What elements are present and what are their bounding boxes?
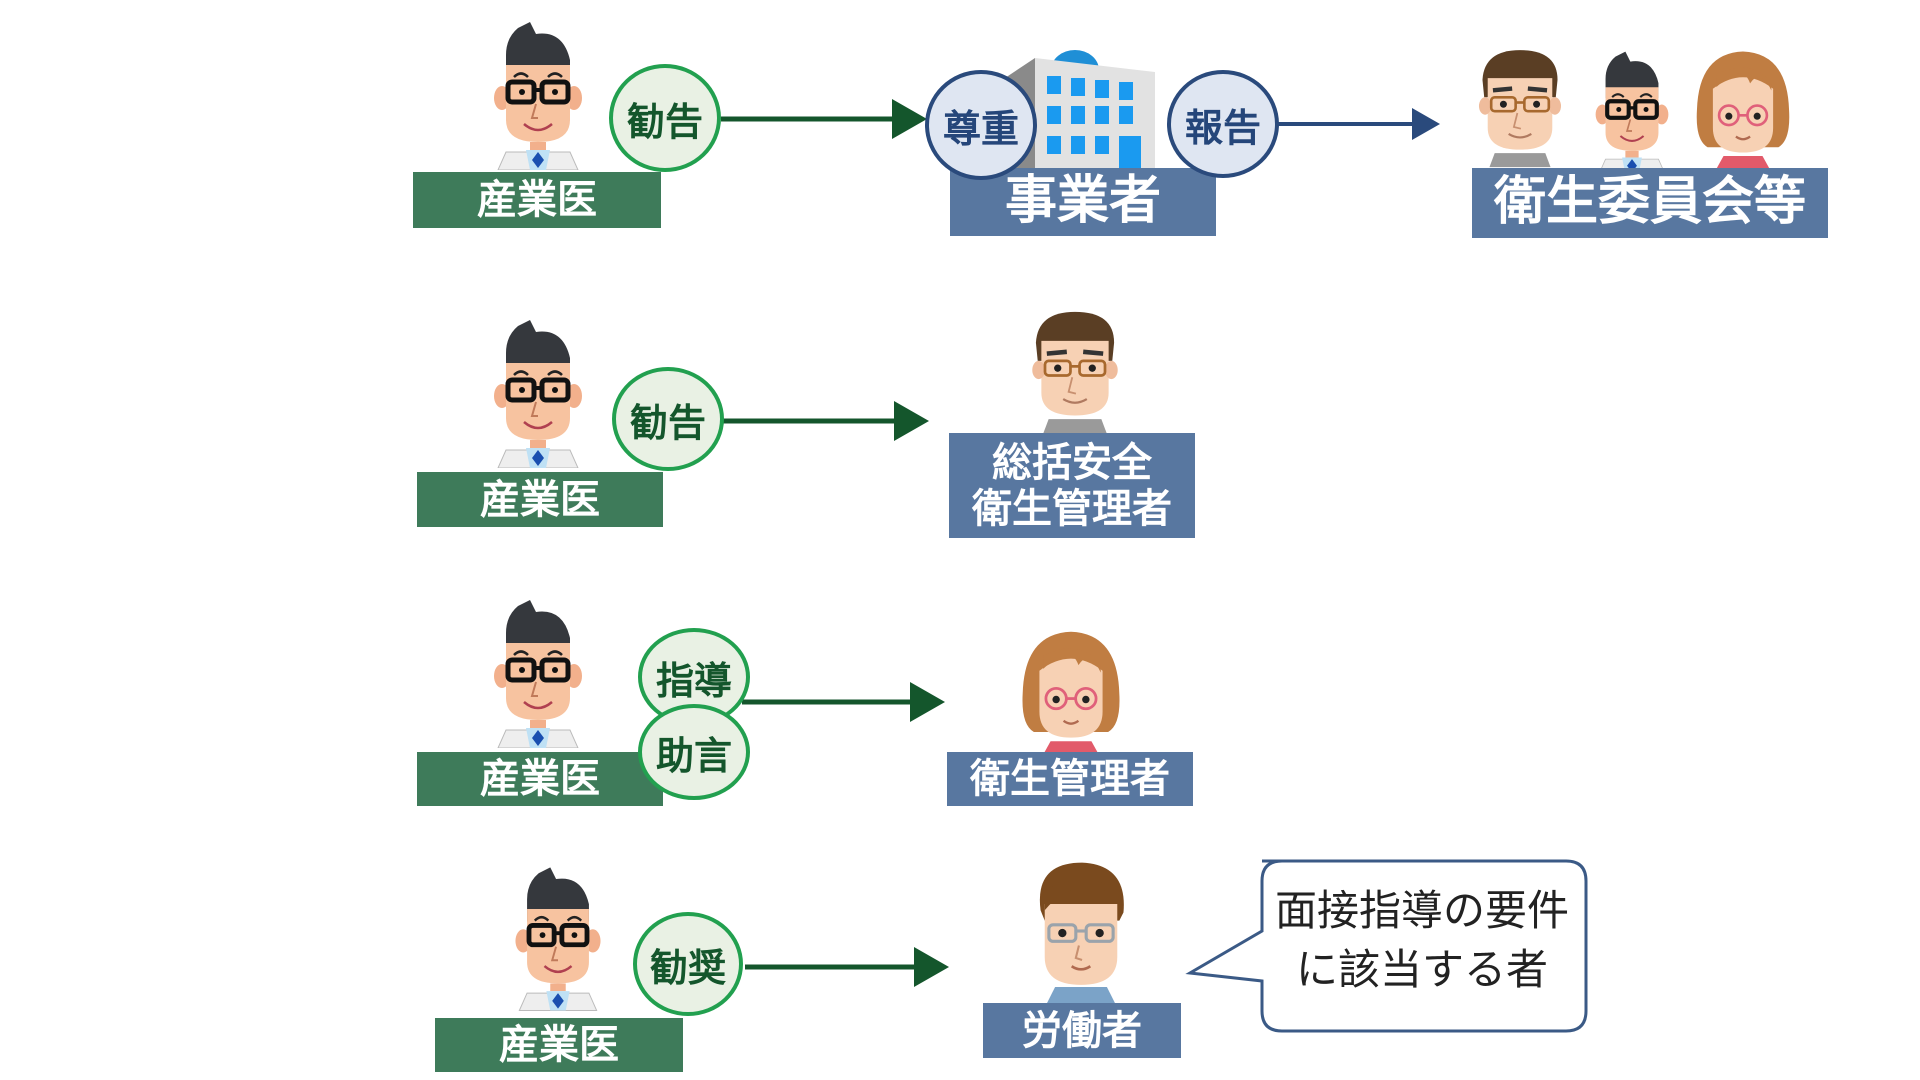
action-text: 報告	[1184, 105, 1261, 150]
health-manager-label: 衛生管理者	[947, 752, 1193, 806]
action-text: 指導	[655, 658, 732, 703]
label-line-1: 総括安全	[992, 439, 1152, 486]
worker-label-text: 労働者	[1022, 1007, 1142, 1054]
older-man-avatar-icon	[1025, 306, 1125, 434]
action-circle-kankoku: 勧告	[609, 64, 721, 172]
speech-bubble-text: 面接指導の要件 に該当する者	[1262, 882, 1582, 1000]
doctor-label: 産業医	[413, 172, 661, 228]
older-man-avatar-icon	[1472, 44, 1568, 168]
action-circle-jogen: 助言	[638, 704, 750, 800]
action-text: 勧奨	[649, 945, 726, 990]
employer-label-text: 事業者	[1004, 171, 1161, 232]
woman-avatar-icon	[1012, 628, 1130, 758]
doctor-label: 産業医	[417, 752, 663, 806]
woman-avatar-icon	[1688, 48, 1798, 172]
worker-label: 労働者	[983, 1003, 1181, 1058]
committee-label: 衛生委員会等	[1472, 168, 1828, 238]
doctor-label: 産業医	[435, 1018, 683, 1072]
doctor-label-text: 産業医	[477, 177, 597, 223]
bubble-line-1: 面接指導の要件	[1274, 886, 1569, 935]
doctor-label-text: 産業医	[480, 756, 600, 802]
doctor-avatar-icon	[1582, 50, 1682, 174]
action-text: 勧告	[629, 400, 706, 445]
action-text: 勧告	[626, 99, 703, 144]
committee-label-text: 衛生委員会等	[1493, 172, 1806, 233]
doctor-avatar-icon	[478, 598, 598, 748]
label-line-2: 衛生管理者	[972, 485, 1172, 532]
bubble-line-2: に該当する者	[1295, 944, 1548, 994]
employer-label: 事業者	[950, 168, 1216, 236]
doctor-label-text: 産業医	[499, 1022, 619, 1068]
health-manager-label-text: 衛生管理者	[970, 756, 1170, 802]
speech-bubble	[1185, 859, 1588, 1033]
doctor-avatar-icon	[478, 318, 598, 468]
action-circle-kankoku: 勧告	[612, 367, 724, 471]
action-circle-kanshou: 勧奨	[633, 912, 743, 1016]
young-man-avatar-icon	[1024, 858, 1138, 1004]
doctor-label-text: 産業医	[480, 476, 600, 523]
response-circle-sonchou: 尊重	[925, 70, 1037, 180]
action-circle-houkoku: 報告	[1167, 70, 1279, 178]
doctor-avatar-icon	[500, 864, 616, 1012]
doctor-label: 産業医	[417, 472, 663, 527]
general-safety-manager-label: 総括安全 衛生管理者	[949, 433, 1195, 538]
response-text: 尊重	[942, 106, 1019, 151]
action-text: 助言	[655, 733, 732, 778]
